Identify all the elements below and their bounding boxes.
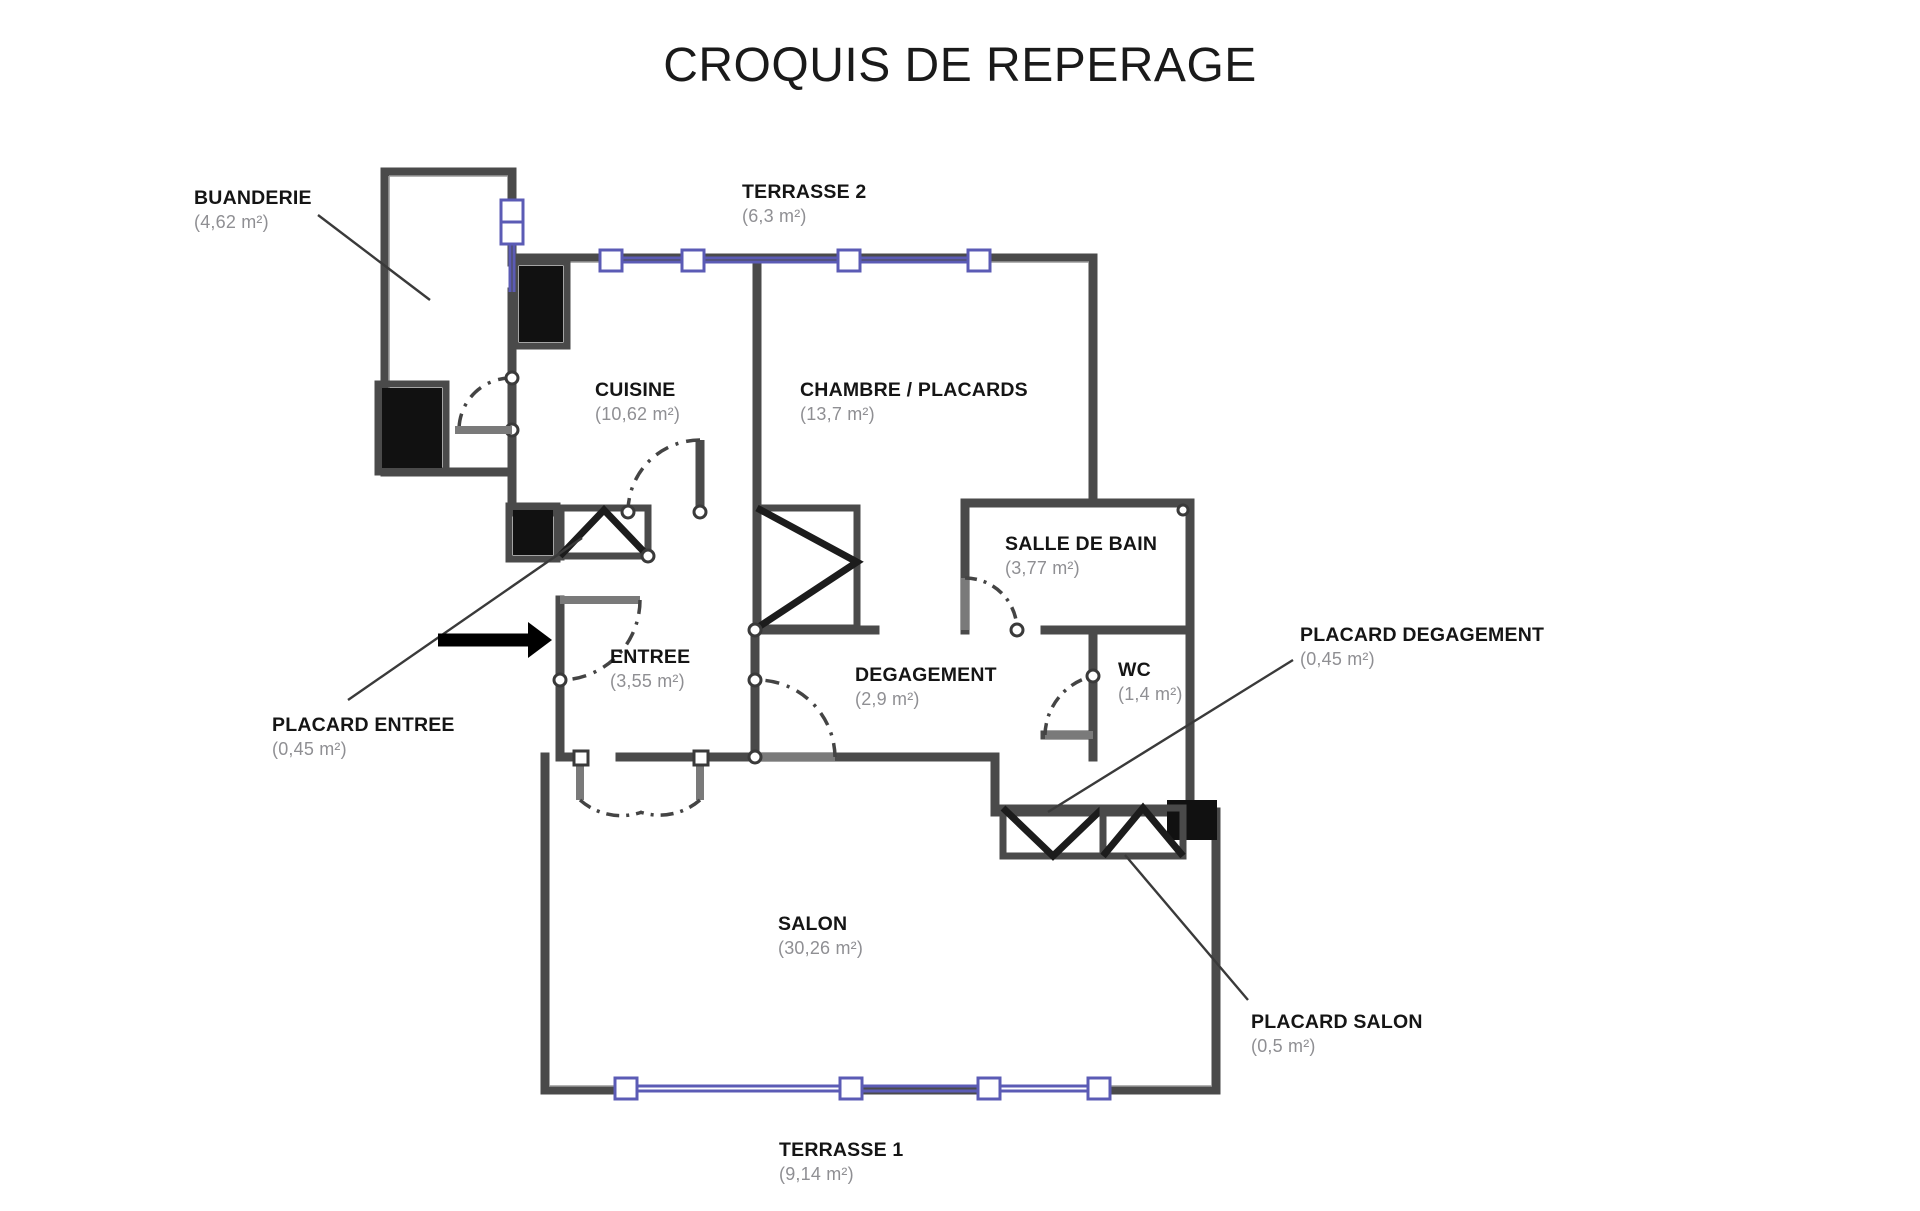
window-marker-t2-2	[680, 248, 706, 273]
window-marker-t1-1	[613, 1076, 639, 1101]
window-marker-t1-4	[1086, 1076, 1112, 1101]
door-arc-degagement	[754, 678, 837, 758]
placard-entree-triangle	[557, 504, 651, 559]
window-marker-buand-2	[499, 220, 525, 246]
leader-lines	[317, 214, 1294, 1001]
room-area-terrasse1: (9,14 m²)	[779, 1163, 854, 1184]
room-label-wc: WC (1,4 m²)	[1118, 658, 1183, 706]
window-marker-t1-3	[976, 1076, 1002, 1101]
placard-chambre-box	[753, 504, 861, 632]
room-area-cuisine: (10,62 m²)	[595, 403, 681, 424]
room-area-salle-de-bain: (3,77 m²)	[1005, 557, 1080, 578]
window-marker-t2-3	[836, 248, 862, 273]
room-label-degagement: DEGAGEMENT (2,9 m²)	[855, 663, 997, 711]
room-name-placard-degagement: PLACARD DEGAGEMENT	[1300, 624, 1545, 646]
room-name-chambre-placards: CHAMBRE / PLACARDS	[800, 379, 1028, 401]
windows	[499, 198, 1112, 1101]
door-arc-sdb	[964, 576, 1019, 631]
placard-chambre-triangle	[755, 504, 864, 631]
door-arc-cuisine	[626, 438, 701, 513]
door-pivot-salon-right	[692, 749, 710, 767]
placard-entree-box	[556, 504, 652, 560]
room-label-entree: ENTREE (3,55 m²)	[610, 645, 690, 693]
door-arc-buanderie	[457, 376, 513, 431]
room-area-chambre-placards: (13,7 m²)	[800, 403, 875, 424]
door-pivot-salon-left	[572, 749, 590, 767]
door-hinge-degagement	[747, 672, 763, 688]
room-area-placard-salon: (0,5 m²)	[1251, 1035, 1316, 1056]
leader-placard-entree	[347, 537, 583, 701]
room-name-salon: SALON	[778, 913, 848, 935]
doors	[455, 370, 1190, 818]
room-label-placard-entree: PLACARD ENTREE (0,45 m²)	[272, 713, 455, 761]
leader-buanderie	[317, 214, 431, 301]
room-label-chambre-placards: CHAMBRE / PLACARDS (13,7 m²)	[800, 378, 1028, 426]
door-hinge-sdb	[1009, 622, 1025, 638]
room-name-cuisine: CUISINE	[595, 379, 676, 401]
block-entree-column	[513, 510, 553, 555]
entrance-arrow-head	[528, 622, 552, 658]
room-area-buanderie: (4,62 m²)	[194, 211, 269, 232]
window-marker-t1-2	[838, 1076, 864, 1101]
door-arc-salon-left	[578, 798, 643, 818]
door-hinge-entree	[552, 672, 568, 688]
room-area-degagement: (2,9 m²)	[855, 688, 920, 709]
door-node-placard-entree	[640, 548, 656, 564]
door-pivot-cuisine	[692, 504, 708, 520]
door-arc-entree	[559, 599, 642, 682]
room-area-placard-entree: (0,45 m²)	[272, 738, 347, 759]
leader-placard-degagement	[1047, 658, 1294, 814]
door-arc-salon-right	[639, 798, 702, 817]
room-name-placard-entree: PLACARD ENTREE	[272, 714, 455, 736]
door-pivot-degagement	[747, 749, 763, 765]
room-area-terrasse2: (6,3 m²)	[742, 205, 807, 226]
door-hinge-wc	[1085, 668, 1101, 684]
outline-kitchen-column	[511, 258, 571, 350]
leader-placard-salon	[1124, 854, 1249, 1001]
block-buanderie-fixture	[382, 388, 442, 468]
window-marker-t2-4	[966, 248, 992, 273]
room-name-placard-salon: PLACARD SALON	[1251, 1011, 1423, 1033]
room-name-terrasse1: TERRASSE 1	[779, 1139, 904, 1161]
room-label-salon: SALON (30,26 m²)	[778, 912, 863, 960]
outline-buanderie-fixture	[374, 380, 450, 476]
page-title: CROQUIS DE REPERAGE	[663, 39, 1257, 92]
room-area-salon: (30,26 m²)	[778, 937, 864, 958]
room-label-salle-de-bain: SALLE DE BAIN (3,77 m²)	[1005, 532, 1157, 580]
door-node-sdb-right	[1176, 503, 1190, 517]
block-kitchen-column	[519, 266, 563, 342]
room-label-terrasse2: TERRASSE 2 (6,3 m²)	[742, 180, 866, 228]
solid-blocks	[382, 266, 1217, 840]
room-area-placard-degagement: (0,45 m²)	[1300, 648, 1375, 669]
door-node-cuisine-bottom	[747, 622, 763, 638]
door-hinge-cuisine	[620, 504, 636, 520]
placard-salon-triangle	[1100, 802, 1186, 859]
room-area-wc: (1,4 m²)	[1118, 683, 1183, 704]
door-hinge-buanderie	[504, 370, 520, 386]
room-label-cuisine: CUISINE (10,62 m²)	[595, 378, 680, 426]
room-name-buanderie: BUANDERIE	[194, 187, 312, 209]
main-entrance-arrow	[438, 622, 552, 658]
room-name-salle-de-bain: SALLE DE BAIN	[1005, 533, 1158, 555]
room-label-placard-degagement: PLACARD DEGAGEMENT (0,45 m²)	[1300, 623, 1544, 671]
placard-degagement-triangle	[1000, 805, 1106, 861]
placard-symbols	[556, 504, 1187, 861]
room-label-placard-salon: PLACARD SALON (0,5 m²)	[1251, 1010, 1423, 1058]
room-name-terrasse2: TERRASSE 2	[742, 181, 867, 203]
room-area-entree: (3,55 m²)	[610, 670, 685, 691]
room-name-entree: ENTREE	[610, 646, 691, 668]
room-name-degagement: DEGAGEMENT	[855, 664, 997, 686]
window-marker-buand-1	[499, 198, 525, 224]
room-name-wc: WC	[1118, 659, 1151, 681]
room-label-buanderie: BUANDERIE (4,62 m²)	[194, 186, 312, 234]
room-label-terrasse1: TERRASSE 1 (9,14 m²)	[779, 1138, 903, 1186]
door-arc-wc	[1043, 674, 1094, 736]
window-marker-t2-1	[598, 248, 624, 273]
